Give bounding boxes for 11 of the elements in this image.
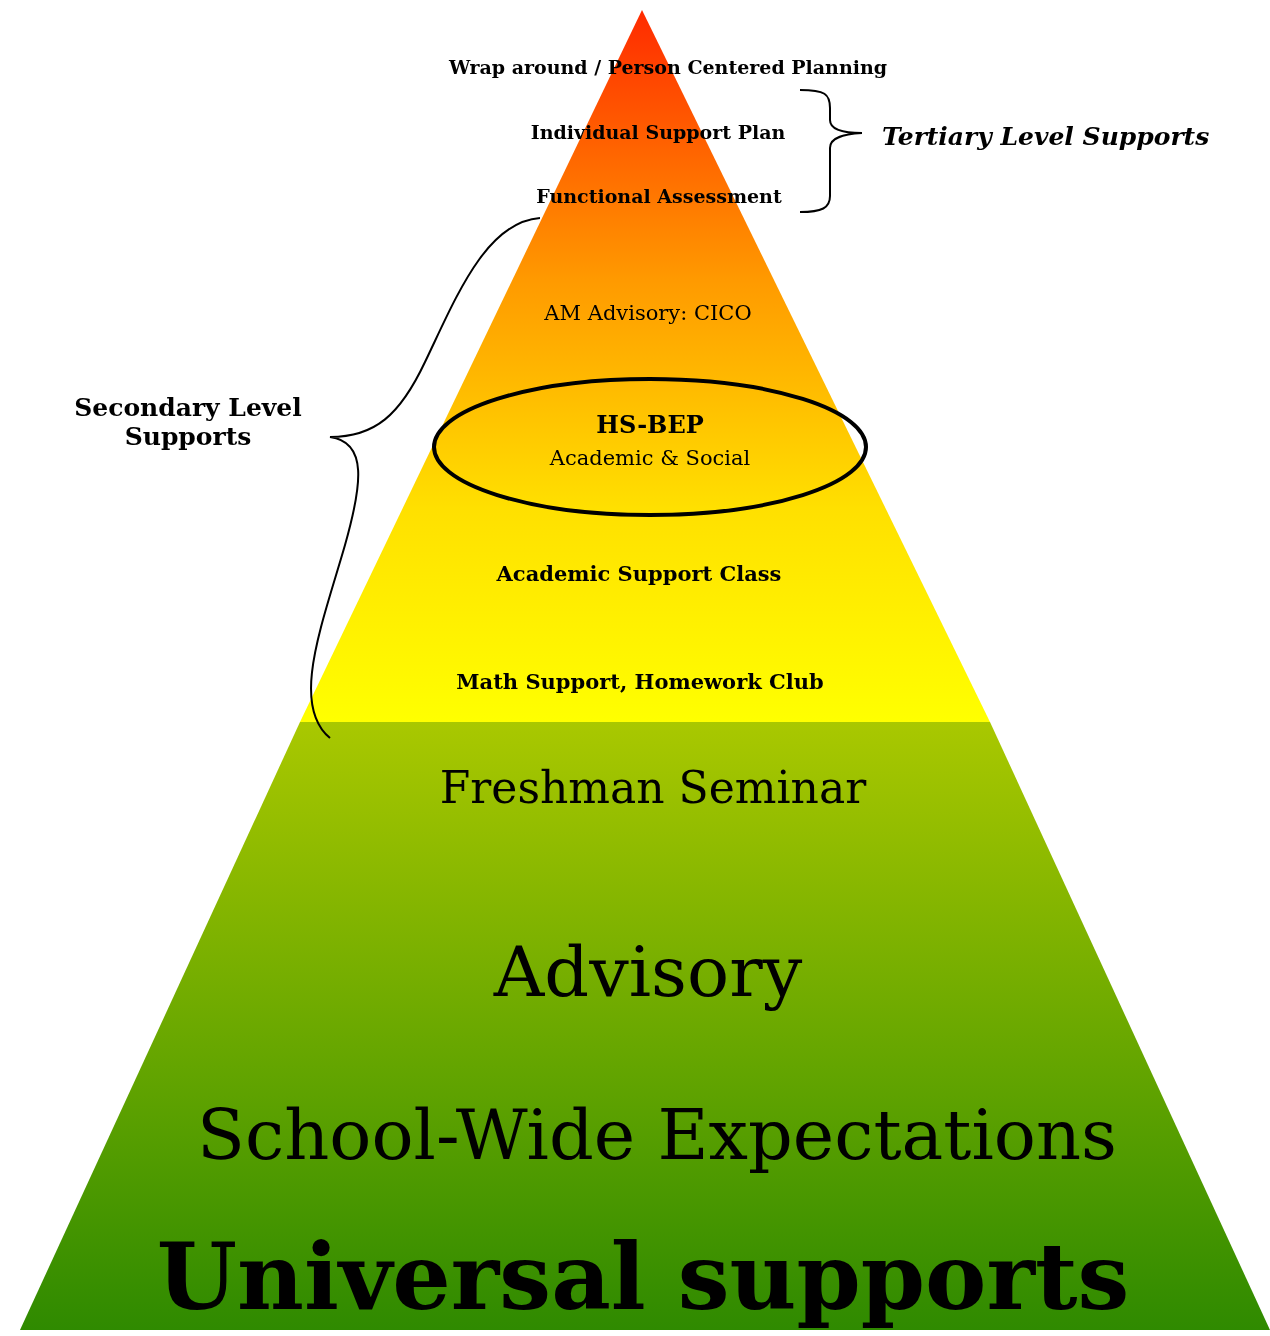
tier-item-text: Math Support, Homework Club [456, 669, 824, 695]
tier-item-text: School-Wide Expectations [197, 1094, 1117, 1176]
ellipse-text: HS-BEP [596, 411, 704, 439]
bracket-label: Secondary Level Supports [73, 394, 303, 452]
tier-item-text: Advisory [493, 931, 803, 1013]
ellipse-text: Academic & Social [549, 445, 751, 471]
bracket-label: Tertiary Level Supports [882, 122, 1210, 152]
tier-item-text: Freshman Seminar [439, 762, 867, 814]
tier-item-text: AM Advisory: CICO [544, 300, 752, 326]
tier-item-text: Universal supports [156, 1225, 1130, 1331]
tier-item-text: Academic Support Class [496, 561, 782, 587]
